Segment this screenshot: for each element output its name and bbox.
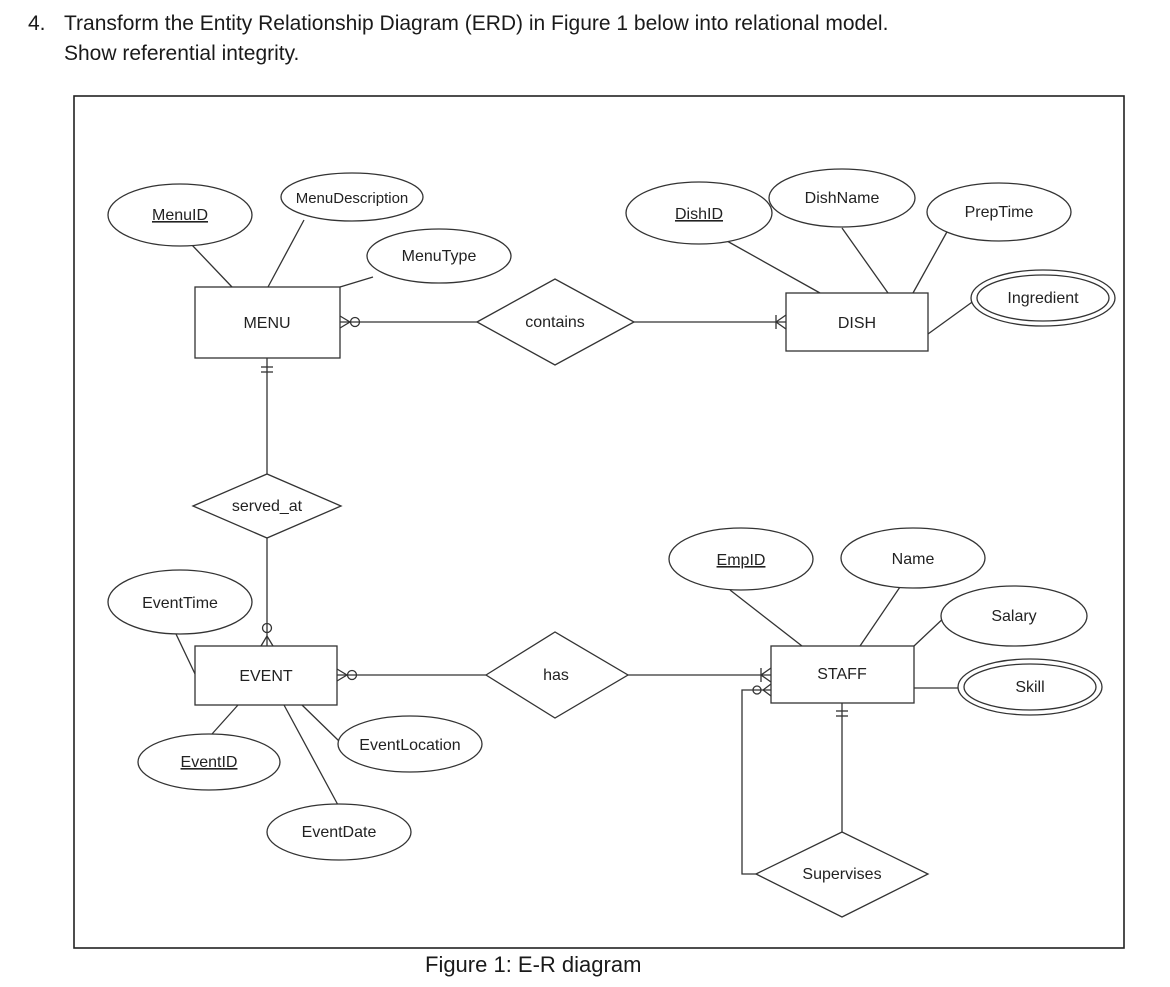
- attribute-event-id: EventID: [137, 733, 281, 791]
- entity-staff: STAFF: [770, 645, 915, 704]
- relationship-has: has: [484, 631, 630, 719]
- attribute-dish-name: DishName: [768, 168, 916, 228]
- entity-dish: DISH: [785, 292, 929, 352]
- attribute-menu-type: MenuType: [366, 228, 512, 284]
- attribute-prep-time-label: PrepTime: [965, 204, 1034, 221]
- attribute-dish-name-label: DishName: [805, 190, 880, 207]
- question-text-line2: Show referential integrity.: [64, 42, 300, 65]
- attribute-event-time-label: EventTime: [142, 595, 218, 612]
- attribute-salary-label: Salary: [991, 608, 1036, 625]
- attribute-menu-id-label: MenuID: [152, 207, 208, 224]
- relationship-supervises-label: Supervises: [802, 866, 881, 883]
- entity-dish-label: DISH: [838, 315, 876, 332]
- attribute-emp-id: EmpID: [668, 527, 814, 591]
- attribute-emp-id-label: EmpID: [717, 552, 766, 569]
- figure-frame: [73, 95, 1125, 949]
- connector-lines: [175, 219, 976, 875]
- attribute-skill-label: Skill: [1015, 679, 1044, 696]
- attribute-event-date: EventDate: [266, 803, 412, 861]
- relationship-has-label: has: [543, 667, 569, 684]
- entity-event: EVENT: [194, 645, 338, 706]
- relationship-served-at-label: served_at: [232, 498, 303, 515]
- entity-menu: MENU: [194, 286, 341, 359]
- attribute-event-location: EventLocation: [337, 715, 483, 773]
- attribute-prep-time: PrepTime: [926, 182, 1072, 242]
- relationship-served-at: served_at: [191, 473, 343, 539]
- attribute-menu-id: MenuID: [107, 183, 253, 247]
- attribute-event-id-label: EventID: [181, 754, 238, 771]
- attribute-dish-id-label: DishID: [675, 206, 723, 223]
- attribute-ingredient: Ingredient: [970, 269, 1116, 327]
- cardinality-markers: [260, 314, 848, 717]
- relationship-contains-label: contains: [525, 314, 585, 331]
- attribute-dish-id: DishID: [625, 181, 773, 245]
- relationship-supervises: Supervises: [754, 831, 930, 918]
- attribute-menu-description: MenuDescription: [280, 172, 424, 222]
- entity-staff-label: STAFF: [817, 666, 867, 683]
- question-number: 4.: [28, 12, 46, 35]
- attribute-name: Name: [840, 527, 986, 589]
- attribute-ingredient-label: Ingredient: [1007, 290, 1079, 307]
- attribute-menu-type-label: MenuType: [402, 248, 477, 265]
- attribute-name-label: Name: [892, 551, 935, 568]
- attribute-menu-description-label: MenuDescription: [296, 190, 409, 207]
- entity-event-label: EVENT: [239, 668, 293, 685]
- attribute-skill: Skill: [957, 658, 1103, 716]
- attribute-event-location-label: EventLocation: [359, 737, 460, 754]
- attribute-event-date-label: EventDate: [302, 824, 377, 841]
- attribute-salary: Salary: [940, 585, 1088, 647]
- entity-menu-label: MENU: [243, 315, 290, 332]
- figure-caption: Figure 1: E-R diagram: [425, 952, 642, 977]
- attribute-event-time: EventTime: [107, 569, 253, 635]
- relationship-contains: contains: [475, 278, 636, 366]
- question-text-line1: Transform the Entity Relationship Diagra…: [64, 12, 889, 35]
